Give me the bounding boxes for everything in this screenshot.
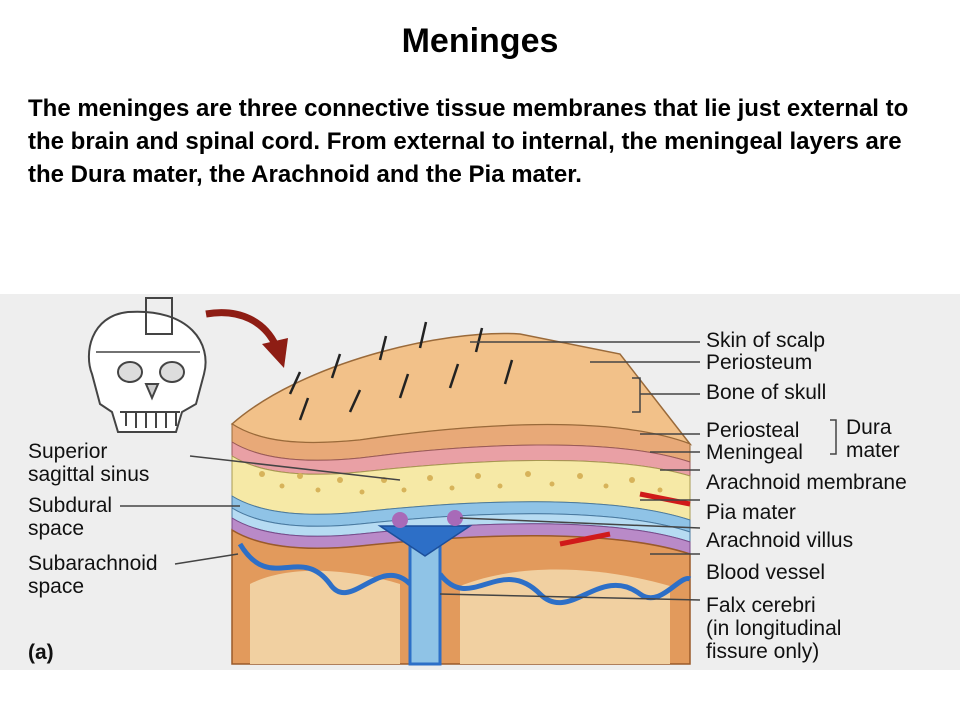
label-dura-mater: Dura mater [846, 416, 900, 462]
label-arachnoid-villus: Arachnoid villus [706, 529, 854, 552]
label-subarachnoid-space: Subarachnoid space [28, 552, 158, 598]
skull-icon [88, 297, 207, 433]
tissue-block [230, 321, 693, 666]
label-subdural-space: Subdural space [28, 494, 113, 540]
meninges-illustration [88, 297, 837, 666]
slide-title: Meninges [401, 22, 559, 60]
label-superior-sagittal-sinus: Superior sagittal sinus [28, 440, 150, 486]
label-falx-cerebri: Falx cerebri (in longitudinal fissure on… [706, 594, 842, 663]
leader-lines [120, 341, 837, 601]
description-text: The meninges are three connective tissue… [28, 95, 909, 188]
label-periosteum: Periosteum [706, 351, 813, 374]
panel-label: (a) [28, 641, 54, 664]
meninges-figure: Skin of scalp Periosteum Bone of skull P… [0, 294, 960, 670]
pointer-arrow-icon [205, 309, 288, 368]
label-arachnoid-membrane: Arachnoid membrane [706, 471, 907, 494]
label-bone-of-skull: Bone of skull [706, 381, 827, 404]
label-blood-vessel: Blood vessel [706, 561, 826, 584]
label-skin-of-scalp: Skin of scalp [706, 329, 826, 352]
label-periosteal: Periosteal [706, 419, 800, 442]
label-pia-mater: Pia mater [706, 501, 796, 524]
label-meningeal: Meningeal [706, 441, 803, 464]
